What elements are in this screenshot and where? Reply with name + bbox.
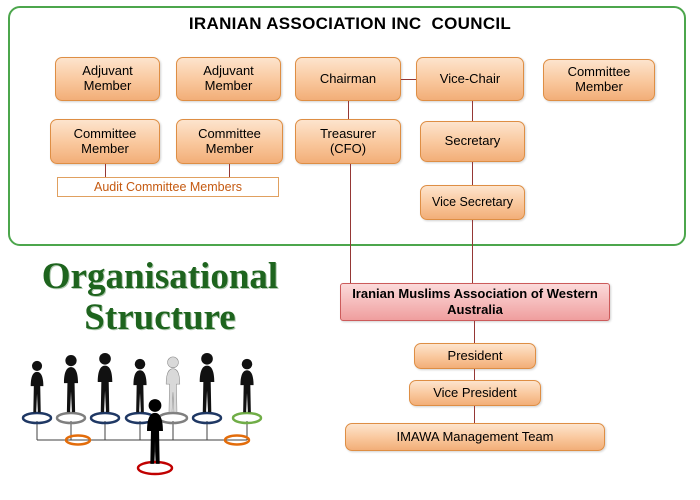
node-vice-president: Vice President: [409, 380, 541, 406]
node-vice-secretary: Vice Secretary: [420, 185, 525, 220]
node-committee-member-right: Committee Member: [543, 59, 655, 101]
connector-vicepresident-team: [474, 406, 475, 423]
node-chairman: Chairman: [295, 57, 401, 101]
connector-vicesecretary-imawa: [472, 220, 473, 283]
branding-line-1: Organisational: [41, 256, 279, 297]
connector-treasurer-imawa: [350, 164, 351, 283]
node-adjuvant-member-1: Adjuvant Member: [55, 57, 160, 101]
audit-committee-label: Audit Committee Members: [57, 177, 279, 197]
connector-committee2-audit: [229, 164, 230, 177]
connector-secretary-vicesecretary: [472, 162, 473, 185]
node-secretary: Secretary: [420, 121, 525, 162]
connector-chairman-treasurer: [348, 101, 349, 119]
council-title: IRANIAN ASSOCIATION INC COUNCIL: [188, 14, 512, 33]
people-row: [30, 352, 254, 413]
connector-chairman-vicechair: [401, 79, 416, 80]
floor-ellipses: [21, 411, 263, 476]
node-president: President: [414, 343, 536, 369]
node-committee-member-1: Committee Member: [50, 119, 160, 164]
connector-president-vicepresident: [474, 369, 475, 380]
connector-vicechair-secretary: [472, 101, 473, 121]
branding-line-2: Structure: [84, 297, 236, 339]
connector-imawa-president: [474, 321, 475, 343]
node-adjuvant-member-2: Adjuvant Member: [176, 57, 281, 101]
node-management-team: IMAWA Management Team: [345, 423, 605, 451]
people-org-clipart: [21, 352, 263, 476]
node-vice-chair: Vice-Chair: [416, 57, 524, 101]
connector-committee1-audit: [105, 164, 106, 177]
node-treasurer: Treasurer (CFO): [295, 119, 401, 164]
node-committee-member-2: Committee Member: [176, 119, 283, 164]
branding-title: Organisational Structure: [10, 256, 310, 339]
node-imawa-organisation: Iranian Muslims Association of Western A…: [340, 283, 610, 321]
